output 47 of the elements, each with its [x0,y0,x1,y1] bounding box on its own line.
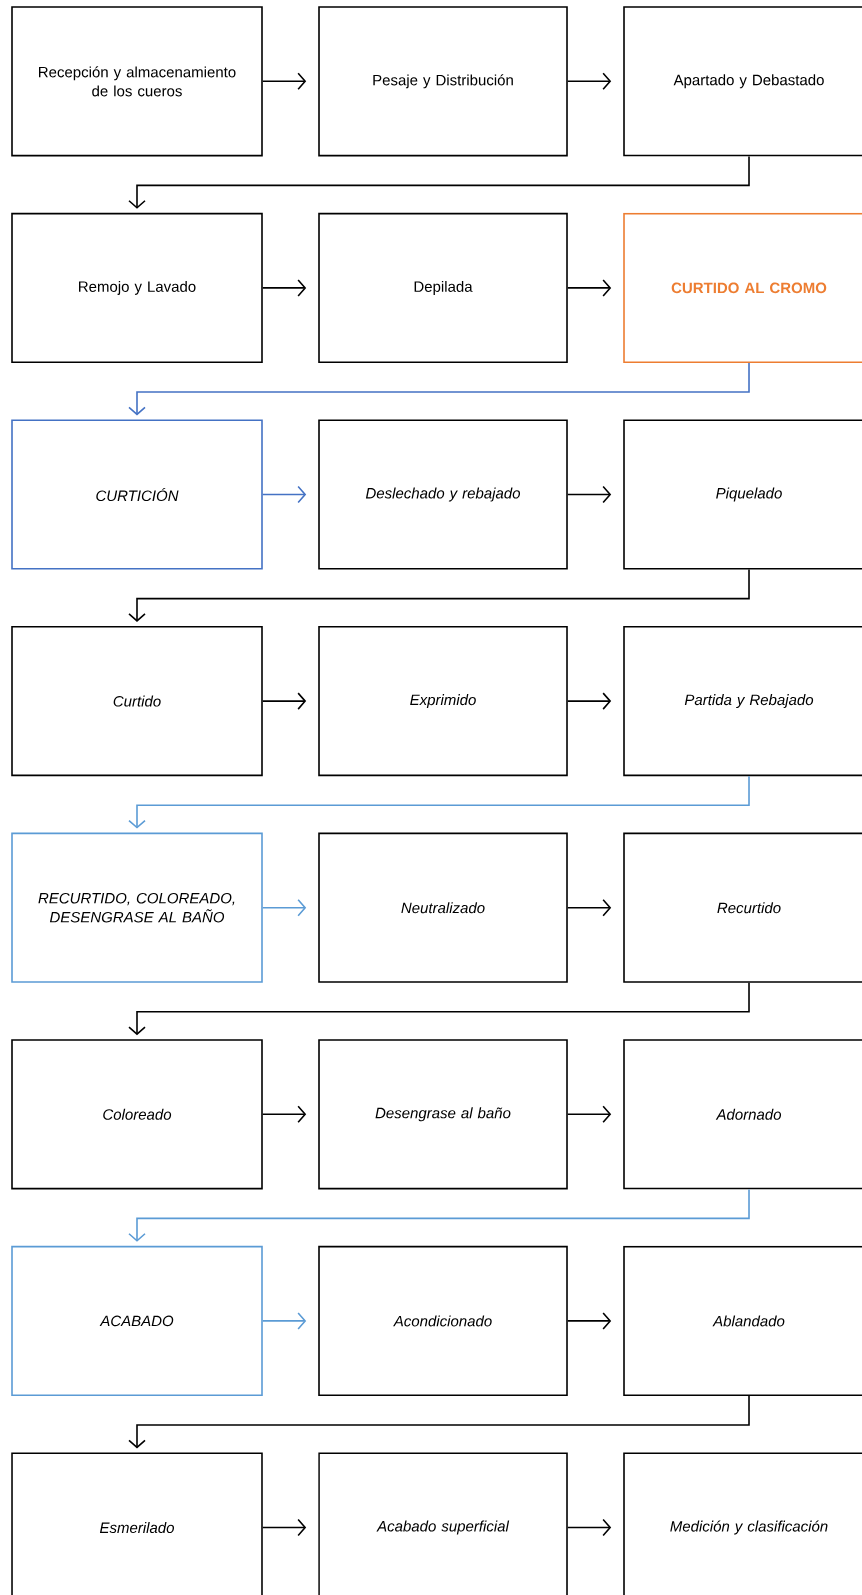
process-box: RECURTIDO, COLOREADO, DESENGRASE AL BAÑO [11,832,263,983]
arrow [128,775,750,829]
process-box: Desengrase al baño [318,1039,568,1190]
arrow [128,568,750,622]
arrow [128,1395,750,1449]
process-box: ACABADO [11,1245,263,1396]
arrow [567,72,612,91]
process-box: Remojo y Lavado [11,212,263,363]
process-box: Adornado [623,1039,862,1190]
process-box: CURTICIÓN [11,419,263,570]
arrow [567,898,612,917]
arrow [567,1312,612,1330]
arrow [262,898,307,917]
process-box: Deslechado y rebajado [318,419,568,570]
process-box: Depilada [318,212,568,363]
process-box: Neutralizado [318,832,568,983]
process-box: Piquelado [623,419,862,570]
arrow [262,1105,307,1124]
arrow [567,1518,612,1537]
process-box: CURTIDO AL CROMO [623,212,862,363]
process-box: Recurtido [623,832,862,983]
arrow [128,362,750,416]
arrow [567,692,612,710]
arrow [567,485,612,504]
arrow [262,1312,307,1330]
process-box: Coloreado [11,1039,263,1190]
arrow [128,155,750,209]
process-box: Partida y Rebajado [623,626,862,777]
arrow [128,982,750,1036]
process-box: Ablandado [623,1245,862,1396]
process-box: Esmerilado [11,1452,263,1595]
process-box: Acabado superficial [318,1452,568,1595]
arrow [567,1105,612,1124]
arrow [262,72,307,91]
arrow [567,279,612,297]
process-box: Medición y clasificación [623,1452,862,1595]
arrow [262,1518,307,1537]
process-box: Pesaje y Distribución [318,6,568,157]
process-box: Recepción y almacenamiento de los cueros [11,6,263,157]
process-box: Exprimido [318,626,568,777]
process-box: Curtido [11,626,263,777]
arrow [128,1188,750,1242]
arrow [262,279,307,297]
process-box: Acondicionado [318,1245,568,1396]
process-box: Apartado y Debastado [623,6,862,157]
arrow [262,692,307,710]
arrow [262,485,307,504]
